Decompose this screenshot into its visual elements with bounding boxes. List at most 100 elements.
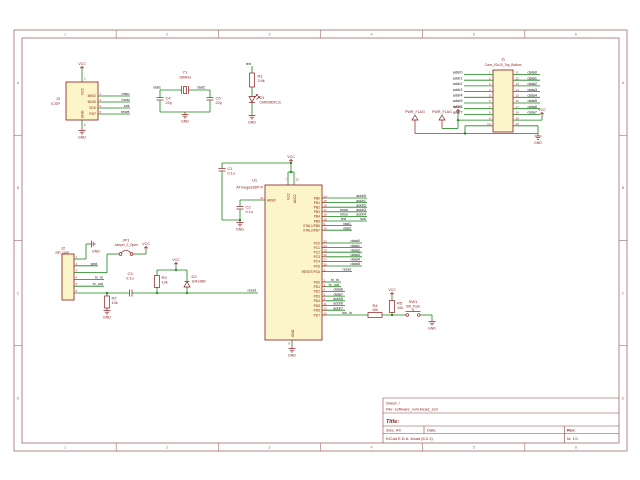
resistor-r4[interactable] xyxy=(367,312,383,318)
gnd-symbol[interactable]: GND xyxy=(534,133,542,146)
net-label[interactable]: addr6 xyxy=(453,105,463,109)
net-label[interactable]: addr1 xyxy=(356,199,366,203)
gnd-symbol[interactable]: GND xyxy=(248,113,256,125)
net-label[interactable]: data3 xyxy=(350,253,360,257)
net-label[interactable]: addr3 xyxy=(453,88,463,92)
icsp-connector[interactable]: J3 ICSP 2 6 VCC GND MISO MOSI SCK RST 1 … xyxy=(51,70,130,128)
gnd-symbol[interactable]: GND xyxy=(78,128,86,140)
net-label[interactable]: addr1 xyxy=(453,76,463,80)
net-label[interactable]: mosi xyxy=(121,98,129,102)
net-label[interactable]: addr5 xyxy=(453,99,463,103)
uart-body[interactable] xyxy=(61,253,75,301)
pwr-flag-1[interactable]: PWR_FLAG xyxy=(405,110,425,134)
net-label[interactable]: tx_out xyxy=(329,283,340,287)
net-label[interactable]: data7 xyxy=(527,111,537,115)
push-button[interactable] xyxy=(405,308,421,317)
net-label[interactable]: miso xyxy=(340,213,348,217)
net-label[interactable]: data1 xyxy=(527,76,537,80)
mcu-body[interactable] xyxy=(264,184,323,341)
led-symbol[interactable] xyxy=(248,94,260,103)
net-label[interactable]: miso xyxy=(121,92,129,96)
resistor-r2[interactable] xyxy=(104,295,110,309)
resistor-r1[interactable] xyxy=(249,72,255,88)
icsp-body[interactable] xyxy=(65,81,99,121)
jumper-jp1[interactable]: JP1 Jumper_2_Open xyxy=(114,238,138,256)
vcc-symbol[interactable]: VCC xyxy=(78,62,86,70)
wires[interactable] xyxy=(221,162,295,346)
capacitor-c5[interactable] xyxy=(206,97,214,101)
vcc-symbol[interactable]: VCC xyxy=(454,105,462,113)
connector-body[interactable] xyxy=(492,69,514,133)
wires[interactable] xyxy=(415,113,543,134)
pwr-flag-2[interactable]: PWR_FLAG xyxy=(432,110,452,129)
net-label[interactable]: data5 xyxy=(350,262,360,266)
net-label[interactable]: data7 xyxy=(333,292,343,296)
net-label[interactable]: xtal2 xyxy=(343,226,351,230)
net-label[interactable]: addr3 xyxy=(356,208,366,212)
gnd-symbol[interactable]: GND xyxy=(181,112,189,124)
gnd-symbol[interactable]: GND xyxy=(236,220,244,232)
gnd-symbol[interactable]: GND xyxy=(428,319,436,331)
net-label[interactable]: gnd xyxy=(91,262,97,266)
net-label[interactable]: addr4 xyxy=(356,213,366,217)
gnd-symbol[interactable]: GND xyxy=(89,240,100,254)
vcc-symbol[interactable]: VCC xyxy=(388,288,396,296)
capacitor-c1[interactable] xyxy=(218,168,226,172)
reset-pullup[interactable]: R3 10k D2 1N4148W xyxy=(154,266,206,293)
net-label[interactable]: data6 xyxy=(333,288,343,292)
net-label[interactable]: addr2 xyxy=(453,82,463,86)
capacitor-c4[interactable] xyxy=(156,97,164,101)
vcc-symbol[interactable]: VCC xyxy=(142,242,150,250)
net-label[interactable]: xtal2 xyxy=(197,85,205,89)
rom-connector[interactable]: PWR_FLAG PWR_FLAG J1 Conn_02x10_Top_Bott… xyxy=(405,57,543,135)
net-label[interactable]: tx_out xyxy=(93,282,104,286)
net-label[interactable]: addr7 xyxy=(453,111,463,115)
uart-connector[interactable]: J2 uart_conn 1 2 3 4 5 6 gnd rx_in tx_ou… xyxy=(55,238,258,309)
vcc-symbol[interactable]: VCC xyxy=(538,108,546,116)
capacitor-c3[interactable] xyxy=(129,289,133,297)
net-label[interactable]: sck xyxy=(124,104,130,108)
mcu[interactable]: C1 0.1u C2 0.1u U1 ATmega328P-P 7 20 VCC… xyxy=(218,161,369,346)
net-label[interactable]: rx_in xyxy=(95,275,103,279)
net-label[interactable]: sck xyxy=(360,217,366,221)
gnd-symbol[interactable]: GND xyxy=(288,346,296,358)
wires[interactable] xyxy=(74,243,258,296)
net-label[interactable]: addr4 xyxy=(453,94,463,98)
net-label[interactable]: reset xyxy=(121,110,130,114)
vcc-symbol[interactable]: VCC xyxy=(287,155,295,163)
vcc-symbol[interactable]: VCC xyxy=(172,258,180,266)
capacitor-c2[interactable] xyxy=(236,206,244,210)
net-label[interactable]: sw_in xyxy=(342,311,352,315)
net-label[interactable]: addr7 xyxy=(333,306,343,310)
net-label[interactable]: data2 xyxy=(527,82,537,86)
net-label[interactable]: data3 xyxy=(527,88,537,92)
net-label[interactable]: addr0 xyxy=(356,194,366,198)
diode-d2[interactable] xyxy=(183,280,191,288)
crystal-circuit[interactable]: Y1 16MHz xtal1 xtal2 C4 22p C5 22p xyxy=(153,70,222,113)
net-label[interactable]: reset xyxy=(248,288,257,292)
net-label[interactable]: led xyxy=(246,62,251,66)
net-label[interactable]: data6 xyxy=(527,105,537,109)
net-label[interactable]: addr2 xyxy=(356,203,366,207)
led-circuit[interactable]: led R1 3.9k D1 DSR50805C1C xyxy=(246,62,282,113)
net-label[interactable]: addr0 xyxy=(453,71,463,75)
wires[interactable] xyxy=(81,70,130,128)
net-label[interactable]: reset xyxy=(343,268,352,272)
crystal-symbol[interactable] xyxy=(181,86,189,94)
switch-circuit[interactable]: R4 10k R5 10k SW1 SW_Push xyxy=(367,296,433,319)
net-label[interactable]: rx_in xyxy=(331,278,339,282)
net-label[interactable]: xtal1 xyxy=(343,222,351,226)
net-label[interactable]: data5 xyxy=(527,99,537,103)
gnd-symbol[interactable]: GND xyxy=(103,308,111,320)
resistor-r3[interactable] xyxy=(154,275,160,288)
net-label[interactable]: data0 xyxy=(527,71,537,75)
resistor-r5[interactable] xyxy=(389,300,395,313)
net-label[interactable]: addr5 xyxy=(333,297,343,301)
net-label[interactable]: addr6 xyxy=(333,302,343,306)
net-label[interactable]: data0 xyxy=(350,239,360,243)
net-label[interactable]: data4 xyxy=(527,94,537,98)
net-label[interactable]: mosi xyxy=(340,208,348,212)
net-label[interactable]: led xyxy=(341,217,346,221)
net-label[interactable]: data4 xyxy=(350,258,360,262)
net-label[interactable]: data1 xyxy=(350,244,360,248)
